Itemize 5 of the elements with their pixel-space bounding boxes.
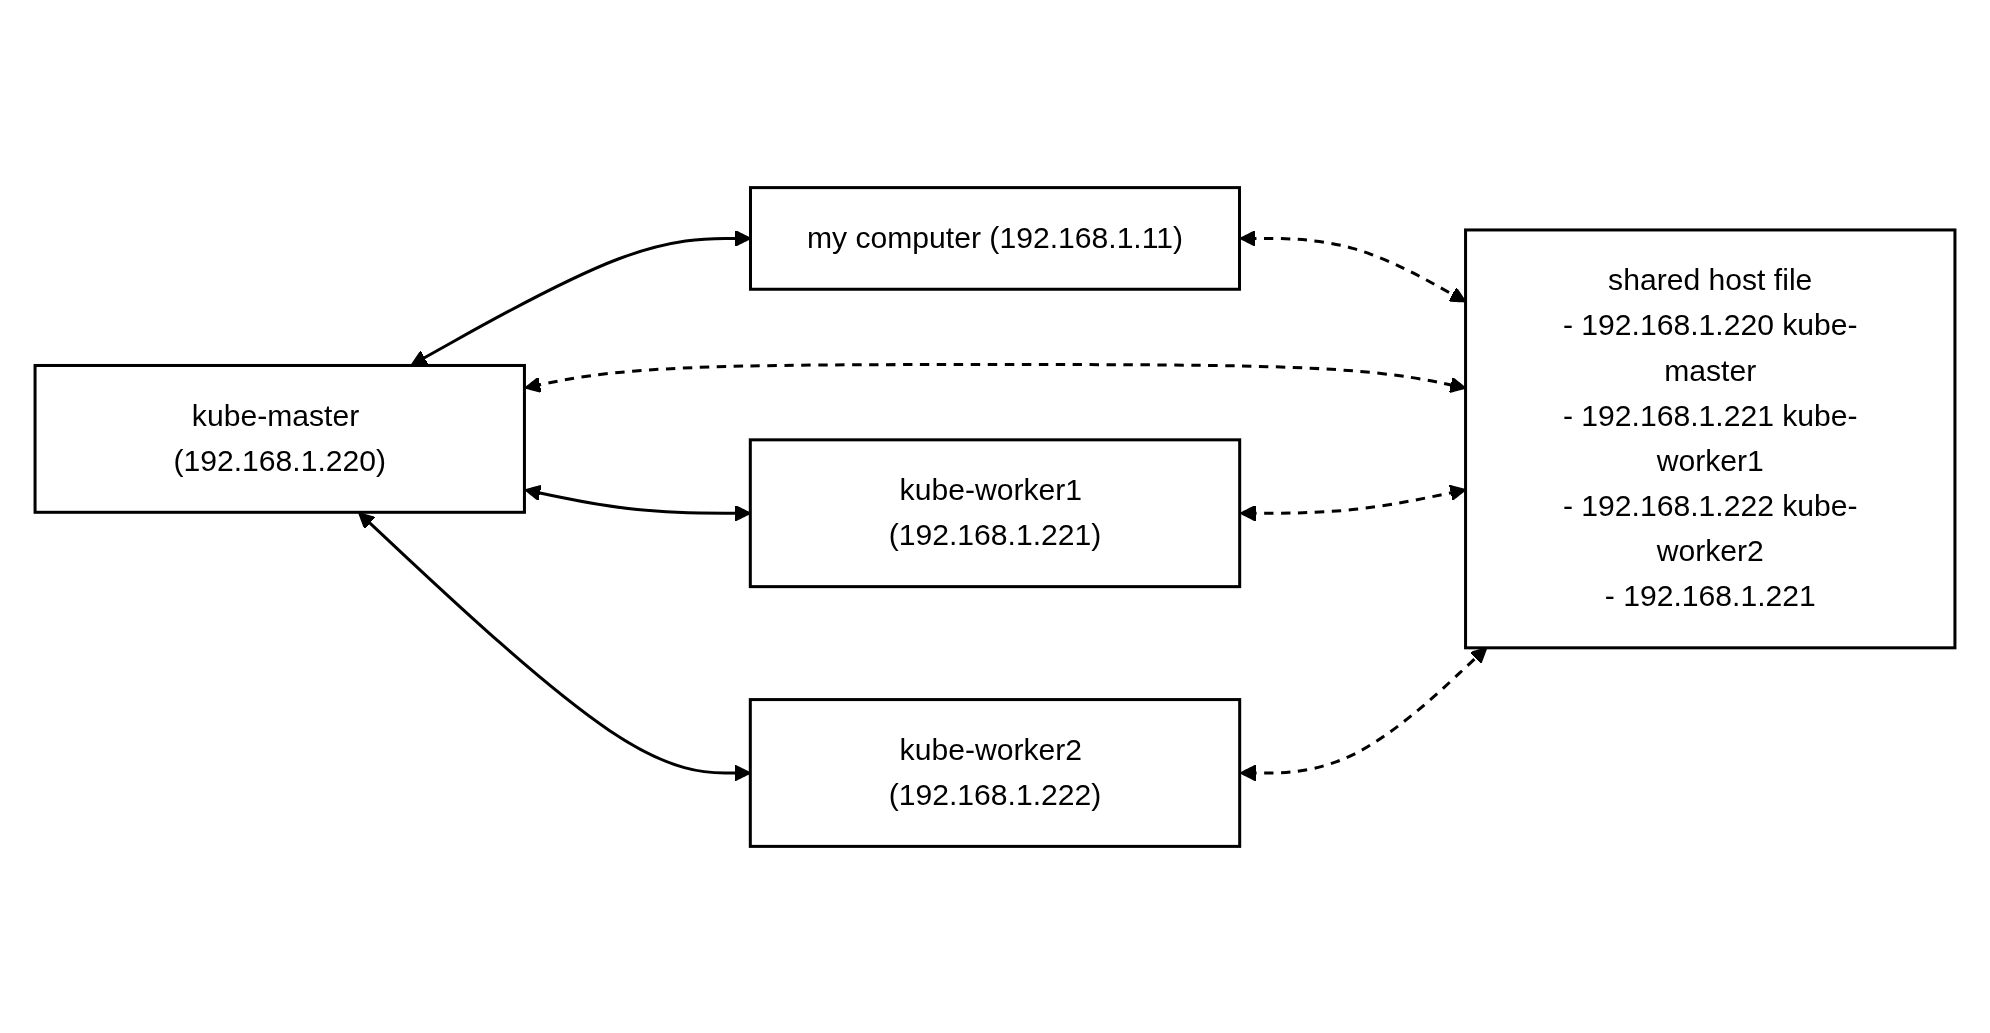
- node-box: kube-master (192.168.1.220): [33, 363, 526, 514]
- node-box: kube-worker2 (192.168.1.222): [748, 697, 1242, 848]
- node-box: my computer (192.168.1.11): [749, 185, 1241, 291]
- node-box: kube-worker1 (192.168.1.221): [748, 437, 1242, 588]
- node-box: shared host file - 192.168.1.220 kube-master - 192.168.1.221 kube-worker1 - 192.168.1.222 kube-worker2 - 192.168.1.221: [1464, 227, 1957, 649]
